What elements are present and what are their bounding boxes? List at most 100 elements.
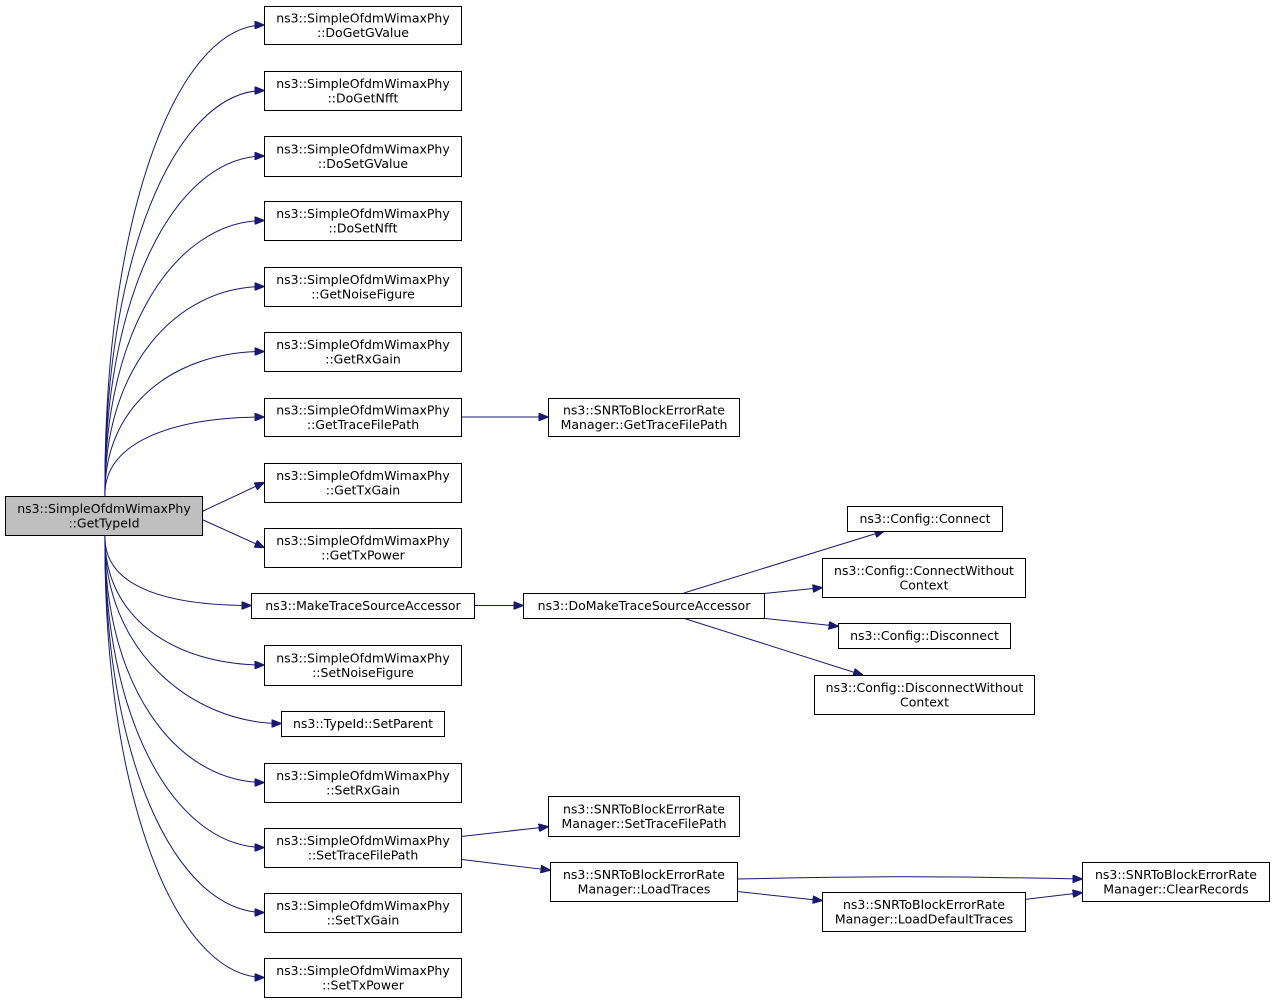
node-label-line: ::SetRxGain [326, 782, 400, 797]
node-box [838, 623, 1011, 649]
node-label-line: Context [900, 694, 949, 709]
edge-get-type-id-to-make-trace-source-accessor [104, 534, 251, 606]
node-snr-load-default-traces[interactable]: ns3::SNRToBlockErrorRateManager::LoadDef… [822, 892, 1026, 932]
node-label-line: Manager::LoadDefaultTraces [835, 911, 1013, 926]
node-box [264, 958, 462, 998]
node-label-line: ::GetTypeId [68, 515, 139, 530]
node-box [548, 398, 740, 437]
node-get-tx-gain[interactable]: ns3::SimpleOfdmWimaxPhy::GetTxGain [264, 463, 462, 503]
node-set-trace-file-path[interactable]: ns3::SimpleOfdmWimaxPhy::SetTraceFilePat… [264, 828, 462, 868]
node-label-line: ns3::SimpleOfdmWimaxPhy [276, 468, 450, 483]
edge-do-make-trace-source-accessor-to-config-disconnect-without-context [682, 617, 863, 675]
node-label-line: ns3::Config::Disconnect [850, 628, 999, 643]
node-label-line: ns3::SimpleOfdmWimaxPhy [276, 533, 450, 548]
node-box [264, 645, 462, 686]
node-label-line: ns3::MakeTraceSourceAccessor [265, 598, 461, 613]
node-label-line: ns3::SimpleOfdmWimaxPhy [276, 768, 450, 783]
node-box [822, 892, 1026, 932]
node-box [5, 496, 203, 536]
node-box [264, 136, 462, 177]
node-label-line: Manager::GetTraceFilePath [561, 417, 728, 432]
node-do-get-nfft[interactable]: ns3::SimpleOfdmWimaxPhy::DoGetNfft [264, 71, 462, 111]
node-set-tx-power[interactable]: ns3::SimpleOfdmWimaxPhy::SetTxPower [264, 958, 462, 998]
node-get-tx-power[interactable]: ns3::SimpleOfdmWimaxPhy::GetTxPower [264, 528, 462, 568]
node-snr-clear-records[interactable]: ns3::SNRToBlockErrorRateManager::ClearRe… [1082, 862, 1270, 902]
node-label-line: Manager::SetTraceFilePath [561, 816, 726, 831]
edge-snr-load-traces-to-snr-clear-records [736, 877, 1082, 879]
node-box [1082, 862, 1270, 902]
node-box [264, 6, 462, 45]
node-box [251, 593, 475, 619]
node-do-set-g-value[interactable]: ns3::SimpleOfdmWimaxPhy::DoSetGValue [264, 136, 462, 177]
edge-snr-load-default-traces-to-snr-clear-records [1024, 893, 1082, 900]
node-do-get-g-value[interactable]: ns3::SimpleOfdmWimaxPhy::DoGetGValue [264, 6, 462, 45]
node-box [822, 558, 1026, 598]
node-box [264, 398, 462, 437]
node-box [814, 675, 1035, 715]
node-do-set-nfft[interactable]: ns3::SimpleOfdmWimaxPhy::DoSetNfft [264, 201, 462, 241]
node-label-line: ::DoGetNfft [328, 90, 399, 105]
node-box [264, 71, 462, 111]
node-label-line: ns3::SNRToBlockErrorRate [843, 897, 1005, 912]
node-label-line: ns3::SimpleOfdmWimaxPhy [276, 898, 450, 913]
node-box [264, 332, 462, 372]
node-label-line: ns3::SNRToBlockErrorRate [563, 801, 725, 816]
node-set-rx-gain[interactable]: ns3::SimpleOfdmWimaxPhy::SetRxGain [264, 763, 462, 803]
edge-get-type-id-to-type-id-set-parent [104, 534, 281, 724]
node-label-line: Manager::LoadTraces [578, 881, 711, 896]
node-label-line: ns3::SNRToBlockErrorRate [1095, 867, 1257, 882]
node-snr-set-trace-file-path[interactable]: ns3::SNRToBlockErrorRateManager::SetTrac… [548, 796, 740, 837]
node-label-line: ::SetTraceFilePath [308, 847, 419, 862]
edge-get-type-id-to-do-get-g-value [104, 25, 264, 497]
node-label-line: ns3::SimpleOfdmWimaxPhy [276, 206, 450, 221]
edge-get-type-id-to-set-tx-power [104, 534, 264, 978]
node-label-line: ns3::DoMakeTraceSourceAccessor [538, 598, 752, 613]
node-label-line: ::SetTxGain [327, 912, 400, 927]
node-label-line: ::GetNoiseFigure [311, 286, 415, 301]
node-get-rx-gain[interactable]: ns3::SimpleOfdmWimaxPhy::GetRxGain [264, 332, 462, 372]
node-label-line: ::SetNoiseFigure [312, 665, 414, 680]
node-label-line: Manager::ClearRecords [1103, 881, 1248, 896]
node-label-line: ns3::SNRToBlockErrorRate [563, 867, 725, 882]
edges-layer [104, 25, 1082, 978]
edge-get-type-id-to-set-trace-file-path [104, 534, 264, 848]
node-box [523, 593, 765, 619]
edge-do-make-trace-source-accessor-to-config-disconnect [760, 617, 838, 626]
edge-get-type-id-to-do-set-nfft [104, 221, 264, 497]
node-label-line: ns3::SimpleOfdmWimaxPhy [276, 963, 450, 978]
node-label-line: ns3::Config::Connect [859, 511, 990, 526]
edge-get-type-id-to-get-tx-power [201, 519, 264, 548]
node-get-type-id[interactable]: ns3::SimpleOfdmWimaxPhy::GetTypeId [5, 496, 203, 536]
node-label-line: ns3::SimpleOfdmWimaxPhy [276, 10, 450, 25]
node-box [264, 828, 462, 868]
edge-get-type-id-to-do-set-g-value [104, 156, 264, 497]
nodes-layer: ns3::SimpleOfdmWimaxPhy::GetTypeIdns3::S… [5, 6, 1270, 998]
node-label-line: ns3::SimpleOfdmWimaxPhy [276, 337, 450, 352]
node-config-connect[interactable]: ns3::Config::Connect [847, 506, 1003, 532]
node-label-line: ns3::TypeId::SetParent [293, 716, 433, 731]
node-box [548, 796, 740, 837]
node-get-noise-figure[interactable]: ns3::SimpleOfdmWimaxPhy::GetNoiseFigure [264, 267, 462, 307]
node-label-line: ns3::SimpleOfdmWimaxPhy [276, 76, 450, 91]
node-snr-get-trace-file-path[interactable]: ns3::SNRToBlockErrorRateManager::GetTrac… [548, 398, 740, 437]
node-set-noise-figure[interactable]: ns3::SimpleOfdmWimaxPhy::SetNoiseFigure [264, 645, 462, 686]
node-get-trace-file-path[interactable]: ns3::SimpleOfdmWimaxPhy::GetTraceFilePat… [264, 398, 462, 437]
edge-get-type-id-to-get-trace-file-path [104, 417, 264, 497]
node-snr-load-traces[interactable]: ns3::SNRToBlockErrorRateManager::LoadTra… [550, 862, 738, 902]
node-label-line: Context [900, 577, 949, 592]
node-box [281, 711, 445, 737]
node-config-disconnect[interactable]: ns3::Config::Disconnect [838, 623, 1011, 649]
node-set-tx-gain[interactable]: ns3::SimpleOfdmWimaxPhy::SetTxGain [264, 893, 462, 933]
node-do-make-trace-source-accessor[interactable]: ns3::DoMakeTraceSourceAccessor [523, 593, 765, 619]
node-label-line: ns3::SimpleOfdmWimaxPhy [276, 650, 450, 665]
edge-do-make-trace-source-accessor-to-config-connect [683, 531, 884, 594]
node-label-line: ns3::Config::ConnectWithout [834, 563, 1014, 578]
node-label-line: ::GetTraceFilePath [307, 417, 419, 432]
node-label-line: ::GetTxPower [321, 547, 405, 562]
node-make-trace-source-accessor[interactable]: ns3::MakeTraceSourceAccessor [251, 593, 475, 619]
edge-set-trace-file-path-to-snr-load-traces [460, 858, 550, 870]
node-type-id-set-parent[interactable]: ns3::TypeId::SetParent [281, 711, 445, 737]
